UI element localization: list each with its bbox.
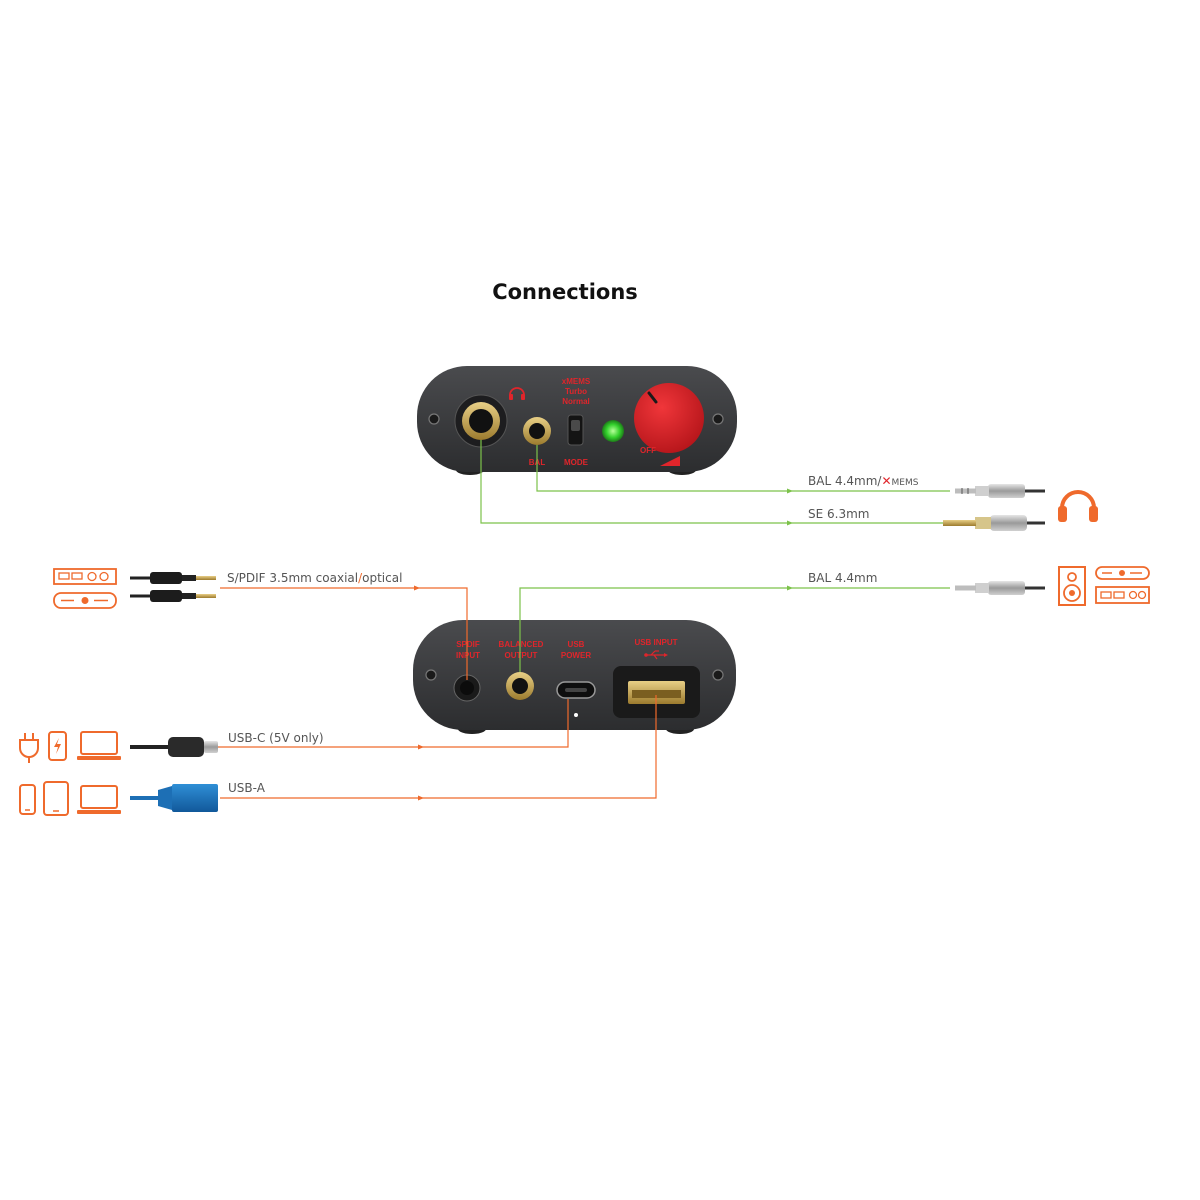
spdif-connection-label: S/PDIF 3.5mm coaxial/optical bbox=[227, 571, 402, 585]
usb-a-plug-icon bbox=[130, 784, 218, 812]
headphones-icon bbox=[1058, 490, 1098, 522]
usb-c-plug-icon bbox=[130, 737, 218, 757]
bal-xmems-label: BAL 4.4mm/✕MEMS bbox=[808, 474, 919, 488]
amplifier-icon bbox=[1095, 566, 1150, 580]
screw-icon bbox=[428, 413, 440, 425]
se-label: SE 6.3mm bbox=[808, 507, 869, 521]
balanced-label-line2: OUTPUT bbox=[505, 651, 538, 660]
tablet-icon bbox=[43, 781, 69, 816]
mode-option-normal: Normal bbox=[562, 397, 590, 406]
usb-c-line bbox=[218, 699, 569, 748]
amplifier-icon bbox=[53, 592, 117, 609]
headphones-icon bbox=[509, 387, 525, 400]
bal-out-line bbox=[519, 587, 950, 672]
spdif-label-line2: INPUT bbox=[456, 651, 480, 660]
spdif-label-line1: SPDIF bbox=[456, 640, 480, 649]
amplifier-icon bbox=[53, 568, 117, 585]
usb-power-label-line1: USB bbox=[568, 640, 585, 649]
mode-option-turbo: Turbo bbox=[565, 387, 587, 396]
bal-4-4mm-out-plug-icon bbox=[955, 581, 1045, 595]
bal-out-label: BAL 4.4mm bbox=[808, 571, 877, 585]
usb-a-label: USB-A bbox=[228, 781, 266, 795]
off-label: OFF bbox=[640, 446, 656, 455]
laptop-icon bbox=[77, 731, 121, 760]
laptop-icon bbox=[77, 785, 121, 814]
screw-icon bbox=[425, 669, 437, 681]
usb-c-label: USB-C (5V only) bbox=[228, 731, 324, 745]
mode-label: MODE bbox=[564, 458, 589, 467]
power-plug-icon bbox=[19, 733, 39, 763]
mode-option-xmems: xMEMS bbox=[562, 377, 591, 386]
speaker-icon bbox=[1058, 566, 1086, 606]
usb-symbol-icon bbox=[644, 650, 668, 660]
volume-knob[interactable] bbox=[634, 383, 704, 453]
bal-4-4mm-plug-icon bbox=[955, 484, 1045, 498]
bal-xmems-line bbox=[536, 445, 950, 492]
screw-icon bbox=[712, 413, 724, 425]
signal-lines bbox=[218, 440, 950, 801]
spdif-line bbox=[220, 587, 468, 680]
screw-icon bbox=[712, 669, 724, 681]
se-6-3mm-plug-icon bbox=[943, 515, 1045, 531]
page-title: Connections bbox=[492, 280, 638, 304]
phone-icon bbox=[48, 731, 67, 761]
back-panel: SPDIF INPUT BALANCED OUTPUT USB POWER US… bbox=[413, 620, 736, 734]
usb-input-label: USB INPUT bbox=[634, 638, 677, 647]
amplifier-icon bbox=[1095, 586, 1150, 604]
volume-ramp-icon bbox=[660, 456, 680, 466]
balanced-label-line1: BALANCED bbox=[499, 640, 544, 649]
status-led bbox=[602, 420, 624, 442]
spdif-plugs-icon bbox=[130, 572, 216, 602]
usb-power-label-line2: POWER bbox=[561, 651, 591, 660]
phone-icon bbox=[19, 784, 36, 815]
usb-a-line bbox=[220, 695, 657, 799]
power-indicator bbox=[574, 713, 578, 717]
front-panel: BAL xMEMS Turbo Normal MODE OFF bbox=[417, 366, 737, 475]
spdif-input-jack[interactable] bbox=[460, 681, 474, 695]
